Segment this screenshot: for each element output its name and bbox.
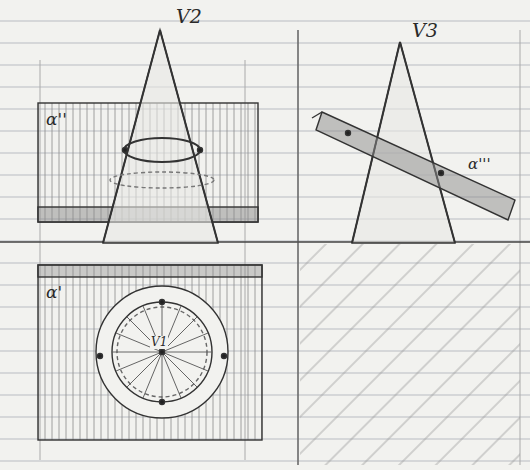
view-label: α''' — [468, 156, 491, 173]
fold-lines — [300, 244, 520, 465]
view-label: V1 — [150, 336, 168, 349]
side-view — [312, 42, 515, 243]
axis-line — [297, 30, 298, 465]
view-label: V3 — [412, 20, 438, 41]
view-label: α'' — [46, 110, 67, 129]
view-label: α' — [46, 283, 62, 302]
view-label: V2 — [176, 6, 202, 27]
front-view — [38, 30, 258, 243]
top-view — [38, 265, 262, 440]
